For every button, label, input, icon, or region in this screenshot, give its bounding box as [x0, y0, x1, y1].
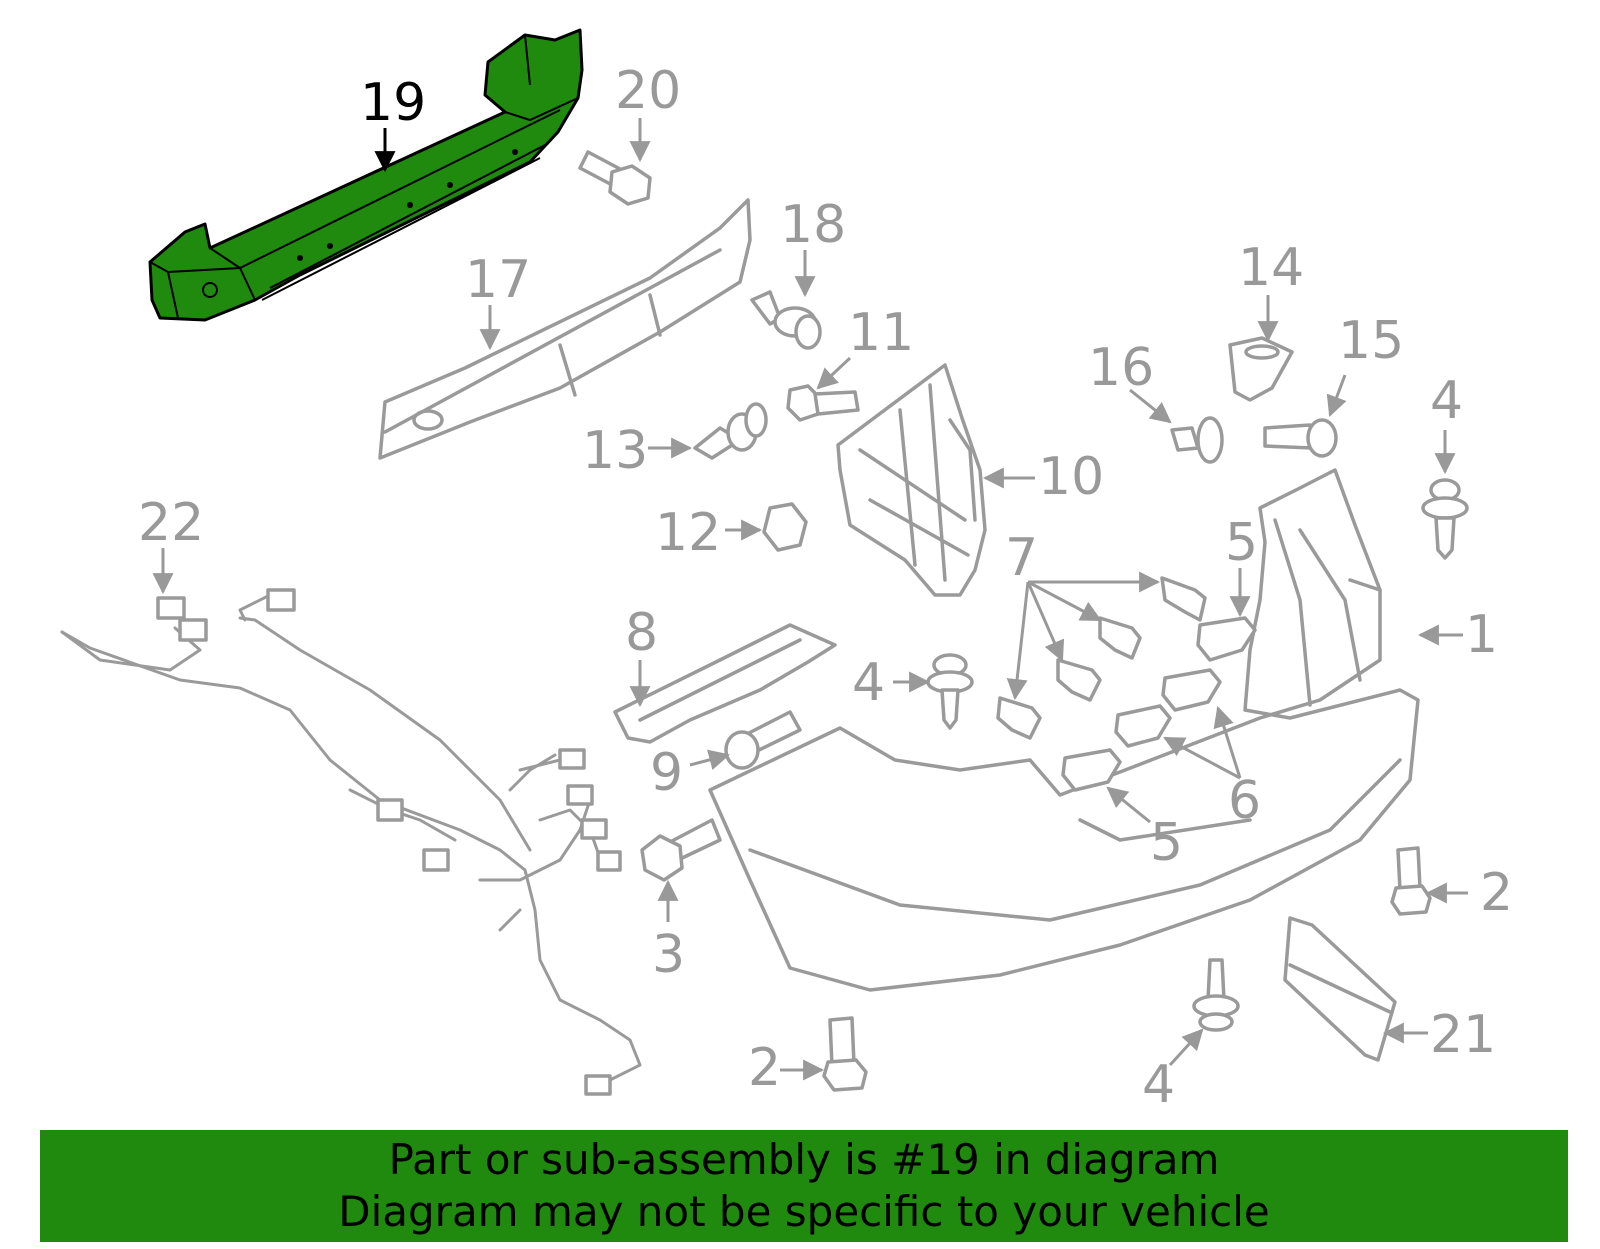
- callout-11: 11: [848, 303, 914, 363]
- part-14-bracket[interactable]: [1228, 336, 1294, 402]
- callout-2-bottom: 2: [748, 1038, 781, 1098]
- part-9-screw[interactable]: [724, 710, 802, 770]
- part-16-push-pin[interactable]: [1170, 416, 1224, 464]
- callout-22: 22: [138, 493, 204, 553]
- callout-12: 12: [655, 503, 721, 563]
- callout-6: 6: [1228, 771, 1261, 831]
- part-11-bolt[interactable]: [786, 384, 860, 422]
- part-19-reinforcement-beam[interactable]: [148, 28, 584, 322]
- part-4-push-pin-middle[interactable]: [926, 653, 974, 730]
- callout-15: 15: [1338, 311, 1404, 371]
- callout-20: 20: [615, 61, 681, 121]
- callout-arrows: [152, 118, 1468, 1081]
- part-18-push-pin[interactable]: [750, 290, 822, 350]
- callout-10: 10: [1038, 447, 1104, 507]
- part-20-bolt[interactable]: [578, 150, 652, 206]
- callout-14: 14: [1238, 238, 1304, 298]
- part-13-push-pin[interactable]: [693, 402, 768, 460]
- callout-21: 21: [1430, 1005, 1496, 1065]
- callout-3: 3: [652, 925, 685, 985]
- part-3-bolt[interactable]: [640, 818, 722, 882]
- part-12-nut[interactable]: [762, 502, 808, 552]
- callout-5-top: 5: [1225, 513, 1258, 573]
- banner-line-2: Diagram may not be specific to your vehi…: [338, 1187, 1270, 1236]
- part-8-bracket[interactable]: [613, 623, 837, 744]
- banner-background: [40, 1130, 1568, 1242]
- callout-4-bottom: 4: [1142, 1055, 1175, 1115]
- callout-18: 18: [780, 195, 846, 255]
- part-17-energy-absorber[interactable]: [378, 198, 752, 460]
- callout-19: 19: [360, 73, 426, 133]
- part-6-clips[interactable]: [1114, 668, 1222, 748]
- part-7-clips[interactable]: [996, 576, 1207, 740]
- info-banner: Part or sub-assembly is #19 in diagram D…: [40, 1130, 1568, 1242]
- part-2-bolt-right[interactable]: [1390, 846, 1432, 916]
- callout-5-bottom: 5: [1150, 813, 1183, 873]
- callout-17: 17: [465, 250, 531, 310]
- banner-line-1: Part or sub-assembly is #19 in diagram: [388, 1135, 1220, 1184]
- callout-9: 9: [650, 743, 683, 803]
- callout-16: 16: [1088, 338, 1154, 398]
- part-15-screw[interactable]: [1263, 418, 1338, 458]
- callout-8: 8: [625, 603, 658, 663]
- part-22-wiring-harness[interactable]: [60, 588, 642, 1096]
- part-4-push-pin-bottom[interactable]: [1192, 958, 1240, 1032]
- callout-4-top: 4: [1430, 371, 1463, 431]
- callout-13: 13: [582, 421, 648, 481]
- part-10-bracket[interactable]: [836, 363, 987, 597]
- callout-4-middle: 4: [852, 653, 885, 713]
- callout-7: 7: [1005, 528, 1038, 588]
- callout-1: 1: [1465, 605, 1498, 665]
- callout-2-right: 2: [1480, 863, 1513, 923]
- part-1-bumper-cover[interactable]: [708, 468, 1420, 992]
- part-2-bolt-bottom[interactable]: [822, 1016, 868, 1092]
- part-4-push-pin[interactable]: [1421, 478, 1469, 560]
- part-5-clips[interactable]: [1061, 616, 1257, 792]
- callout-labels: 19 20 18 17 11 13 12 10 14 16 15 4 5 1 7…: [138, 61, 1513, 1115]
- part-21-reflector[interactable]: [1283, 916, 1397, 1062]
